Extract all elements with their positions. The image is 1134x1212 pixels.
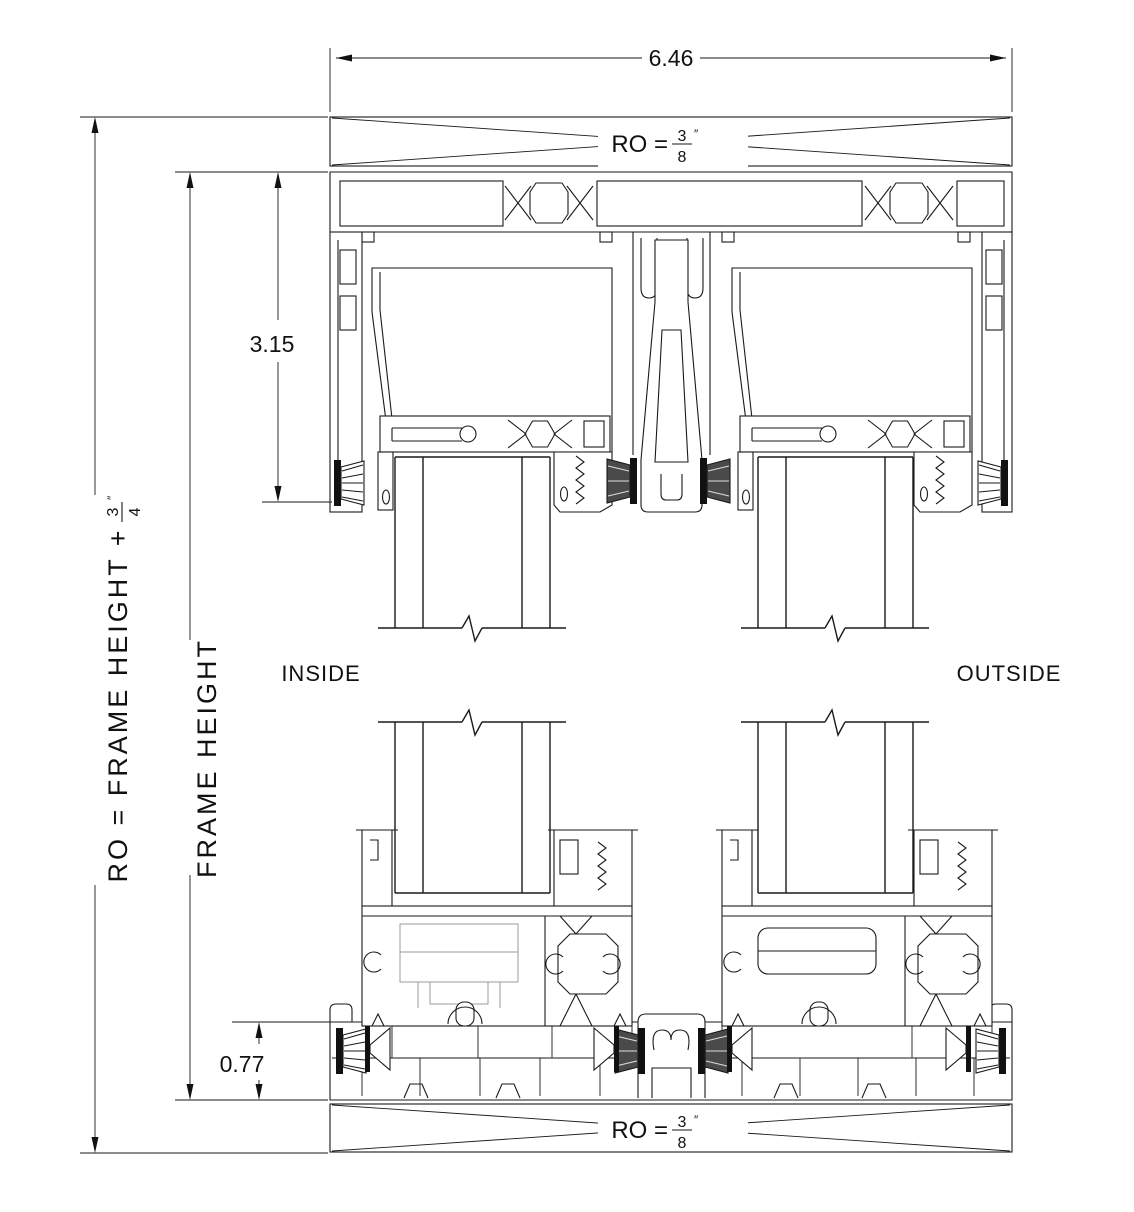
formula-fraction-numerator: 3 <box>105 507 122 516</box>
inch-mark: ″ <box>105 495 119 500</box>
sill-center-upstand <box>637 1013 706 1098</box>
glass-right-bottom <box>741 710 929 893</box>
dim-head-text: 3.15 <box>250 331 295 357</box>
ro-top-label: RO = 3 8 ″ <box>611 127 699 166</box>
brush-seal-icon <box>333 459 365 507</box>
right-rail-chamber <box>757 927 877 1027</box>
dim-ro-formula: RO = FRAME HEIGHT + 3 4 ″ <box>91 117 144 1153</box>
brush-seal-icon <box>977 459 1009 507</box>
meeting-stile-interlock <box>632 232 711 513</box>
ro-fraction-denominator: 8 <box>678 149 687 166</box>
inch-mark: ″ <box>694 1113 699 1127</box>
dim-head-depth: 3.15 <box>250 172 295 502</box>
label-inside: INSIDE <box>281 661 360 686</box>
brush-seal-icon <box>335 1027 367 1075</box>
sill-frame-profile <box>329 1003 1013 1101</box>
label-mask <box>598 127 748 167</box>
label-mask <box>598 1108 748 1148</box>
dim-sill-text: 0.77 <box>220 1051 265 1077</box>
dim-width-text: 6.46 <box>649 45 694 71</box>
formula-fraction-denominator: 4 <box>127 507 144 516</box>
left-roller-wheel <box>447 1001 483 1027</box>
right-sash-top-rail <box>732 268 972 512</box>
sill-omega-gasket <box>652 1029 690 1051</box>
glass-left-top <box>378 457 566 641</box>
brush-seal-icon <box>975 1027 1007 1075</box>
brush-seal-icon <box>699 457 731 505</box>
inch-mark: ″ <box>694 127 699 141</box>
dim-width: 6.46 <box>336 45 1006 71</box>
head-frame-profile <box>329 171 1013 243</box>
brush-seal-icon <box>614 1027 646 1075</box>
label-outside: OUTSIDE <box>957 661 1062 686</box>
brush-seal-icon <box>697 1027 729 1075</box>
sill-right-upstand <box>989 1003 1013 1022</box>
glass-left-bottom <box>378 710 566 893</box>
ro-fraction-numerator: 3 <box>678 1114 687 1131</box>
frame-height-text: FRAME HEIGHT <box>192 638 222 878</box>
ro-label-text: RO = <box>611 131 668 158</box>
ro-formula-text: RO = FRAME HEIGHT + <box>103 527 133 882</box>
left-sash-bottom-rail <box>356 830 638 1026</box>
brush-seal-icon <box>606 457 638 505</box>
ro-fraction-denominator: 8 <box>678 1135 687 1152</box>
extension-lines <box>80 48 1013 1154</box>
glass-right-top <box>741 457 929 641</box>
ro-shim-bottom: RO = 3 8 ″ <box>329 1103 1013 1153</box>
sill-left-upstand <box>329 1003 353 1022</box>
ro-bottom-label: RO = 3 8 ″ <box>611 1113 699 1152</box>
left-sash-top-rail <box>372 268 612 512</box>
roller-assembly <box>399 923 519 1008</box>
ro-label-text: RO = <box>611 1117 668 1144</box>
dim-frame-height: FRAME HEIGHT <box>186 172 222 1100</box>
dim-sill-height: 0.77 <box>220 1022 265 1100</box>
ro-fraction-numerator: 3 <box>678 128 687 145</box>
ro-shim-top: RO = 3 8 ″ <box>329 116 1013 167</box>
